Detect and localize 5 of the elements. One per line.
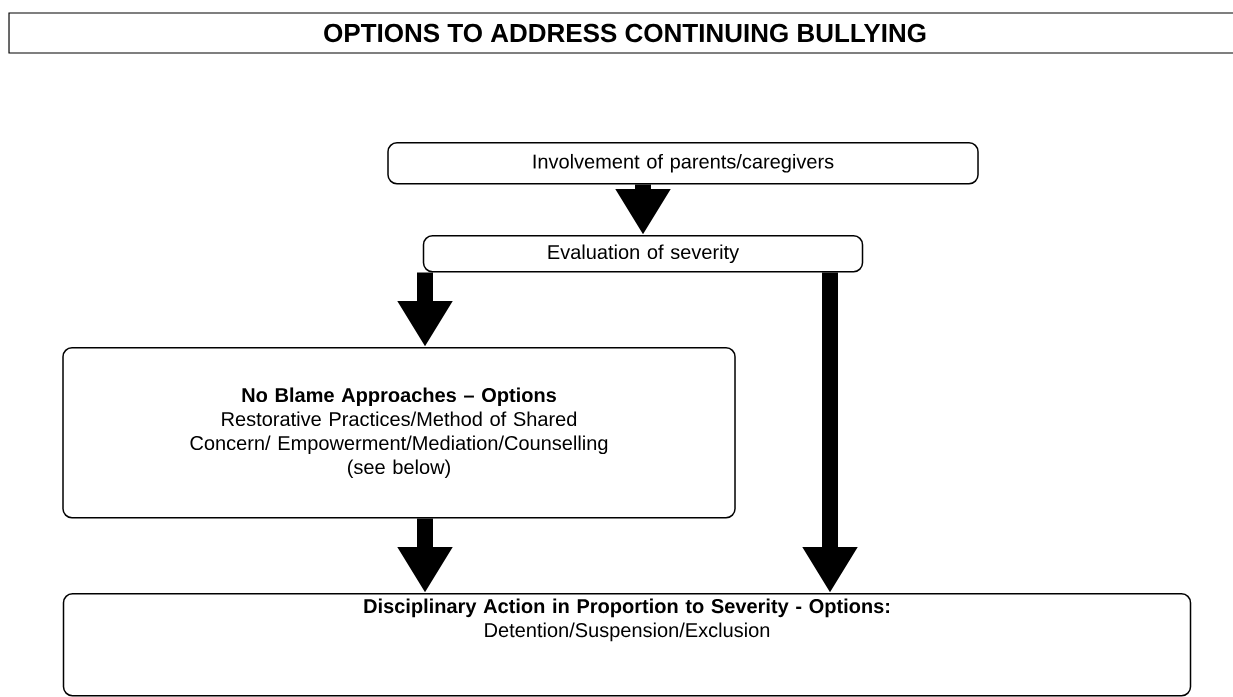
title-bar: OPTIONS TO ADDRESS CONTINUING BULLYING [8, 12, 1233, 54]
process-box: Disciplinary Action in Proportion to Severity - Options: Detention/Suspension/Exclusion [62, 593, 1192, 697]
process-box: Involvement of parents/caregivers [387, 142, 979, 185]
process-box: No Blame Approaches – Options Restorative Practices/Method of Shared Concern/ Empowerment/Mediation/Counselling (see below) [62, 347, 736, 519]
process-box: Evaluation of severity [422, 235, 864, 273]
